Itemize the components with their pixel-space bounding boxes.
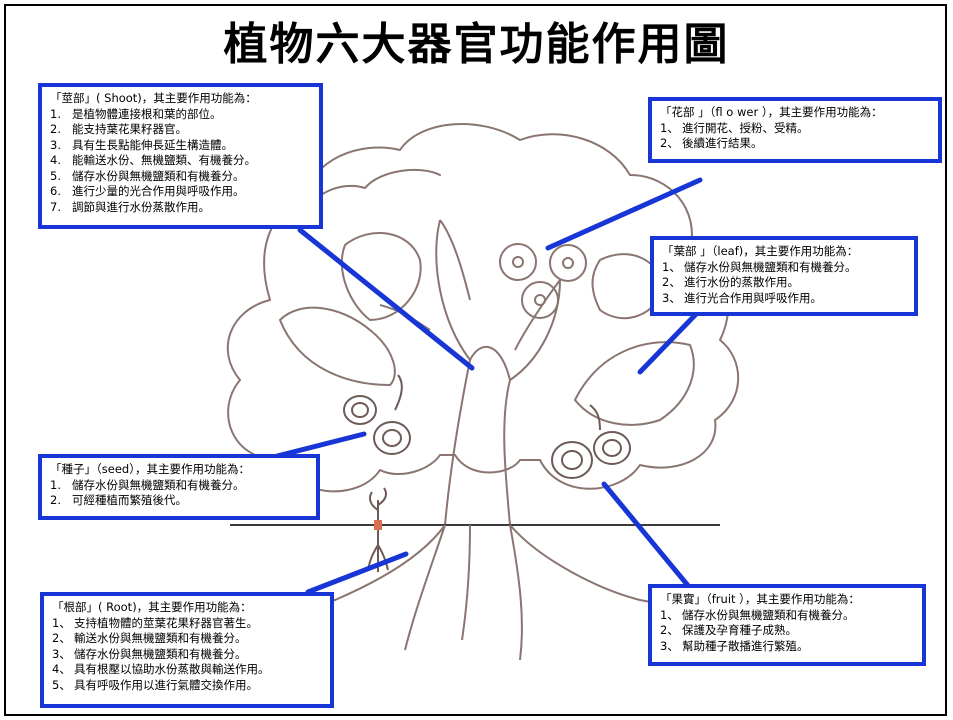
list-item: 3.具有生長點能伸長延生構造體。 <box>50 137 233 152</box>
list-item: 2、後續進行結果。 <box>660 136 763 150</box>
flower-callout: 「花部 」（fl o wer ），其主要作用功能為： 1、進行開花、授粉、受精。… <box>648 97 942 163</box>
flower-callout-heading: 「花部 」（fl o wer ），其主要作用功能為： <box>660 105 883 119</box>
list-item: 2.能支持葉花果籽器官。 <box>50 122 187 136</box>
list-item: 2、進行水份的蒸散作用。 <box>662 275 799 289</box>
root-callout: 「根部」( Root)，其主要作用功能為： 1、支持植物體的莖葉花果籽器官著生。… <box>40 592 334 708</box>
list-item: 1、儲存水份與無機鹽類和有機養分。 <box>662 259 857 274</box>
list-item: 2、輸送水份與無機鹽類和有機養分。 <box>52 631 247 645</box>
list-item: 4、具有根壓以協助水份蒸散與輸送作用。 <box>52 662 270 676</box>
list-item: 6.進行少量的光合作用與呼吸作用。 <box>50 184 245 198</box>
page-title: 植物六大器官功能作用圖 <box>223 19 730 70</box>
leaf-function-list: 1、儲存水份與無機鹽類和有機養分。 2、進行水份的蒸散作用。 3、進行光合作用與… <box>662 260 906 307</box>
seed-callout-heading: 「種子」（seed），其主要作用功能為： <box>50 462 250 476</box>
list-item: 1、進行開花、授粉、受精。 <box>660 120 809 135</box>
leaf-pointer <box>637 307 703 375</box>
list-item: 1.是植物體連接根和葉的部位。 <box>50 106 222 121</box>
fruit-callout: 「果實」（fruit ），其主要作用功能為： 1、儲存水份與無機鹽類和有機養分。… <box>648 584 926 666</box>
list-item: 1、儲存水份與無機鹽類和有機養分。 <box>660 607 855 622</box>
slide-border <box>4 4 947 716</box>
list-item: 3、幫助種子散播進行繁殖。 <box>660 638 809 653</box>
stem-callout: 「莖部」( Shoot)，其主要作用功能為： 1.是植物體連接根和葉的部位。 2… <box>38 83 323 229</box>
stem-pointer <box>297 227 475 371</box>
list-item: 5、具有呼吸作用以進行氣體交換作用。 <box>52 677 258 692</box>
tree-trunk <box>379 219 561 526</box>
fruit-callout-heading: 「果實」（fruit ），其主要作用功能為： <box>660 592 860 606</box>
list-item: 7.調節與進行水份蒸散作用。 <box>50 199 210 214</box>
fruit-drawings <box>343 374 631 479</box>
stem-function-list: 1.是植物體連接根和葉的部位。 2.能支持葉花果籽器官。 3.具有生長點能伸長延… <box>50 107 311 216</box>
leaf-callout-heading: 「葉部 」（leaf)，其主要作用功能為： <box>662 244 859 258</box>
seed-callout: 「種子」（seed），其主要作用功能為： 1.儲存水份與無機鹽類和有機養分。 2… <box>38 454 320 520</box>
flower-pointer <box>545 177 703 251</box>
flower-function-list: 1、進行開花、授粉、受精。 2、後續進行結果。 <box>660 121 930 152</box>
list-item: 2、保護及孕育種子成熟。 <box>660 623 797 637</box>
list-item: 1.儲存水份與無機鹽類和有機養分。 <box>50 477 245 492</box>
flower-drawings <box>499 243 587 319</box>
list-item: 3、進行光合作用與呼吸作用。 <box>662 290 822 305</box>
list-item: 3、儲存水份與無機鹽類和有機養分。 <box>52 646 247 661</box>
list-item: 2.可經種植而繁殖後代。 <box>50 493 187 507</box>
root-pointer <box>305 551 409 595</box>
root-function-list: 1、支持植物體的莖葉花果籽器官著生。 2、輸送水份與無機鹽類和有機養分。 3、儲… <box>52 616 322 694</box>
fruit-pointer <box>601 481 693 591</box>
stem-callout-heading: 「莖部」( Shoot)，其主要作用功能為： <box>50 91 257 105</box>
list-item: 1、支持植物體的莖葉花果籽器官著生。 <box>52 615 258 630</box>
seed-function-list: 1.儲存水份與無機鹽類和有機養分。 2.可經種植而繁殖後代。 <box>50 478 308 509</box>
list-item: 5.儲存水份與無機鹽類和有機養分。 <box>50 168 245 183</box>
leaf-callout: 「葉部 」（leaf)，其主要作用功能為： 1、儲存水份與無機鹽類和有機養分。 … <box>650 236 918 316</box>
fruit-function-list: 1、儲存水份與無機鹽類和有機養分。 2、保護及孕育種子成熟。 3、幫助種子散播進… <box>660 608 914 655</box>
list-item: 4.能輸送水份、無機鹽類、有機養分。 <box>50 153 256 167</box>
tree-leaves <box>278 232 695 426</box>
root-callout-heading: 「根部」( Root)，其主要作用功能為： <box>52 600 252 614</box>
seedling-drawing <box>367 487 389 572</box>
